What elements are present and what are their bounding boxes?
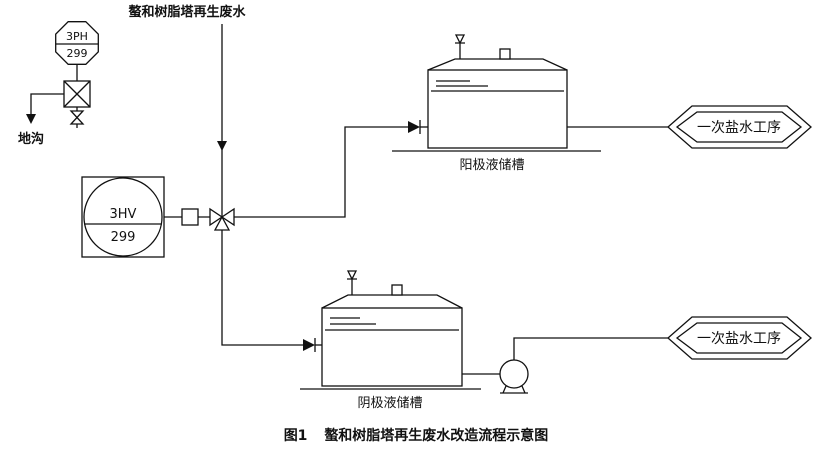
ph-analyzer-tag-line2: 299 bbox=[67, 47, 88, 60]
figure-caption-number: 图1 bbox=[284, 428, 308, 444]
catholyte-inlet-check-valve bbox=[303, 338, 316, 352]
process-box-top-label: 一次盐水工序 bbox=[697, 120, 781, 136]
anolyte-tank bbox=[392, 34, 601, 152]
solenoid-valve-symbol bbox=[63, 80, 91, 108]
process-box-bottom: 一次盐水工序 bbox=[667, 316, 812, 360]
catholyte-tank-label: 阴极液储槽 bbox=[357, 396, 422, 411]
drain-valve-symbol bbox=[69, 110, 85, 125]
hand-valve-tag-line2: 299 bbox=[111, 230, 136, 245]
figure-caption-title: 螯和树脂塔再生废水改造流程示意图 bbox=[323, 427, 548, 444]
pump-symbol bbox=[499, 359, 529, 394]
feed-label: 螯和树脂塔再生废水 bbox=[127, 4, 246, 20]
feed-pipe bbox=[221, 24, 303, 346]
anolyte-inlet-check-valve bbox=[408, 120, 421, 134]
pipe-to-anolyte-tank bbox=[222, 126, 408, 218]
drain-label: 地沟 bbox=[18, 131, 44, 147]
three-way-valve-symbol bbox=[209, 207, 235, 231]
anolyte-tank-label: 阳极液储槽 bbox=[459, 158, 524, 173]
drain-pipe bbox=[30, 93, 64, 116]
figure-caption: 图1 螯和树脂塔再生废水改造流程示意图 bbox=[284, 427, 549, 444]
hand-valve-instrument: 3HV 299 bbox=[81, 176, 165, 258]
catholyte-tank bbox=[300, 270, 481, 390]
process-box-top: 一次盐水工序 bbox=[667, 105, 812, 149]
hand-valve-tag-line1: 3HV bbox=[110, 207, 137, 222]
junction-box-symbol bbox=[181, 208, 199, 226]
pump-outlet-pipe bbox=[513, 337, 668, 360]
drain-arrow-icon bbox=[26, 114, 36, 124]
process-box-bottom-label: 一次盐水工序 bbox=[697, 331, 781, 347]
ph-analyzer-tag-line1: 3PH bbox=[66, 30, 88, 43]
flow-arrow-down-icon bbox=[217, 141, 227, 151]
ph-analyzer-instrument: 3PH 299 bbox=[55, 21, 99, 65]
pipe-lines bbox=[30, 24, 668, 375]
